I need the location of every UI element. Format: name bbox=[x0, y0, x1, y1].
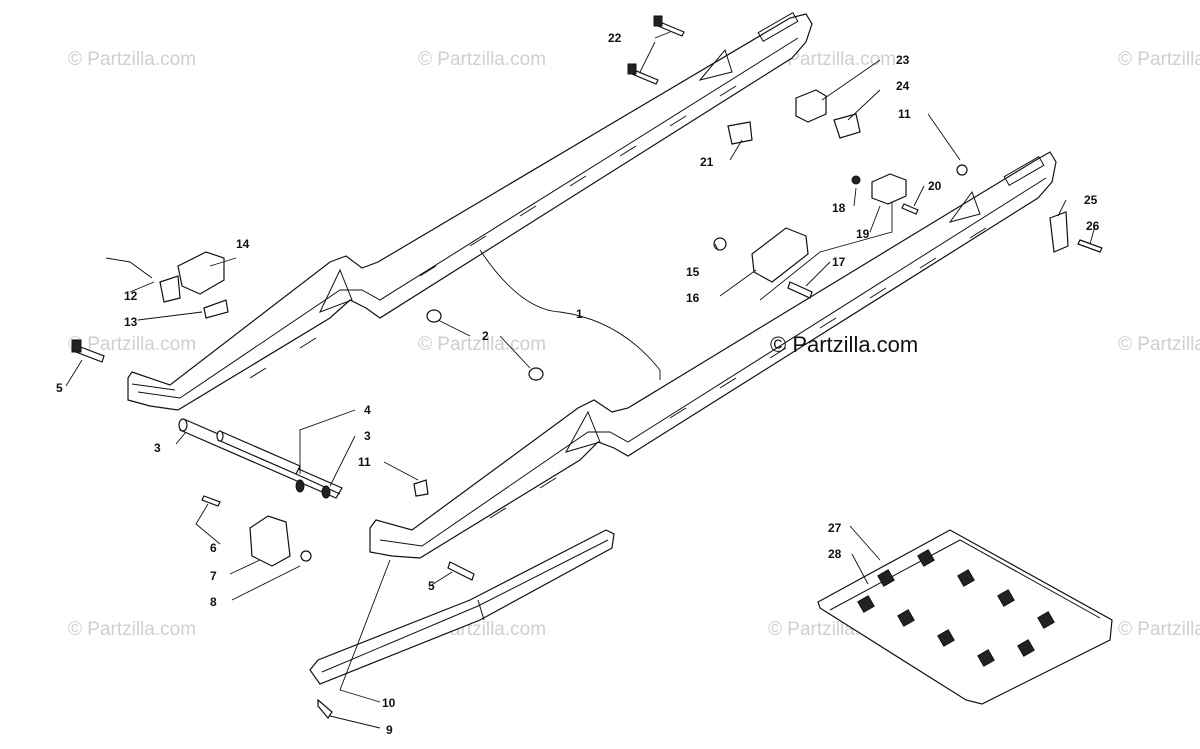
callout-5a: 5 bbox=[56, 381, 63, 395]
watermark-text: © Partzilla.com bbox=[1118, 334, 1200, 355]
callout-12: 12 bbox=[124, 289, 138, 303]
callout-1: 1 bbox=[576, 307, 583, 321]
callout-26: 26 bbox=[1086, 219, 1100, 233]
callout-6: 6 bbox=[210, 541, 217, 555]
leader-lines bbox=[65, 31, 1096, 729]
callout-2: 2 bbox=[482, 329, 489, 343]
callout-9: 9 bbox=[386, 723, 393, 737]
watermark-text: © Partzilla.com bbox=[768, 49, 896, 70]
watermark-text: © Partzilla.com bbox=[418, 334, 546, 355]
callout-labels: 1 2 3 3 4 5 5 6 7 8 9 10 11 11 12 13 14 … bbox=[56, 31, 1100, 737]
hardware bbox=[71, 15, 1103, 720]
callout-5b: 5 bbox=[428, 579, 435, 593]
watermark-text: © Partzilla.com bbox=[1118, 49, 1200, 70]
left-slide-rail bbox=[127, 11, 813, 411]
callout-7: 7 bbox=[210, 569, 217, 583]
callout-18: 18 bbox=[832, 201, 846, 215]
callout-13: 13 bbox=[124, 315, 138, 329]
callout-15: 15 bbox=[686, 265, 700, 279]
watermark-text: © Partzilla.com bbox=[418, 49, 546, 70]
callout-10: 10 bbox=[382, 696, 396, 710]
callout-27: 27 bbox=[828, 521, 842, 535]
callout-3b: 3 bbox=[364, 429, 371, 443]
callout-17: 17 bbox=[832, 255, 846, 269]
center-watermark: © Partzilla.com bbox=[770, 332, 918, 357]
track-section bbox=[817, 529, 1113, 705]
callout-8: 8 bbox=[210, 595, 217, 609]
watermark-text: © Partzilla.com bbox=[1118, 619, 1200, 640]
callout-3a: 3 bbox=[154, 441, 161, 455]
cross-shafts bbox=[178, 418, 343, 499]
callout-11b: 11 bbox=[898, 107, 911, 121]
callout-11a: 11 bbox=[358, 455, 371, 469]
watermark-text: © Partzilla.com bbox=[68, 619, 196, 640]
wear-strip bbox=[309, 529, 615, 685]
callout-21: 21 bbox=[700, 155, 714, 169]
callout-28: 28 bbox=[828, 547, 842, 561]
callout-4: 4 bbox=[364, 403, 371, 417]
callout-25: 25 bbox=[1084, 193, 1098, 207]
callout-22: 22 bbox=[608, 31, 622, 45]
watermark-text: © Partzilla.com bbox=[68, 49, 196, 70]
callout-14: 14 bbox=[236, 237, 250, 251]
callout-24: 24 bbox=[896, 79, 910, 93]
watermark-text: © Partzilla.com bbox=[68, 334, 196, 355]
callout-16: 16 bbox=[686, 291, 700, 305]
callout-23: 23 bbox=[896, 53, 910, 67]
callout-20: 20 bbox=[928, 179, 942, 193]
callout-19: 19 bbox=[856, 227, 870, 241]
right-slide-rail bbox=[369, 151, 1057, 559]
